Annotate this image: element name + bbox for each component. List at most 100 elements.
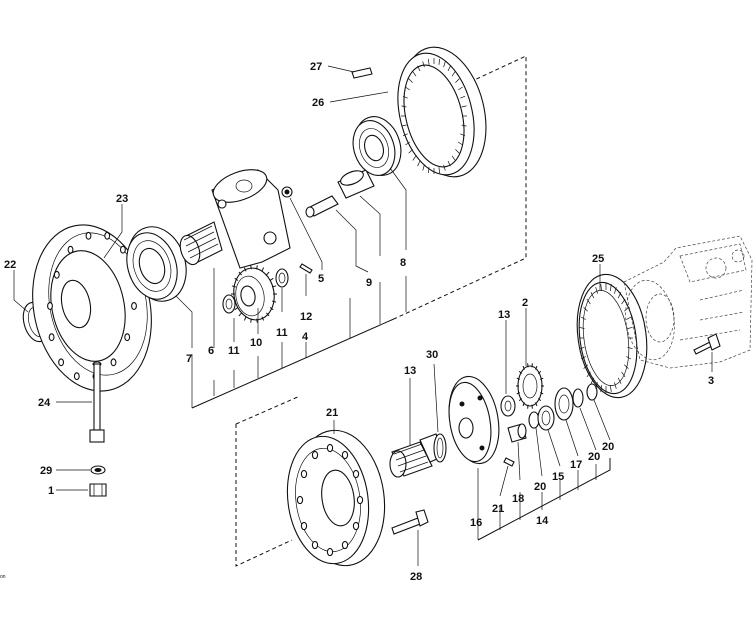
ring-gear-tooth (579, 326, 585, 329)
gear-tooth (250, 265, 252, 270)
ring-gear-tooth (579, 347, 585, 350)
cover-bolt-hole (356, 495, 364, 505)
bolt-30 (391, 509, 429, 535)
ring-gear-tooth (621, 298, 626, 305)
pin-19 (507, 423, 527, 443)
cover-bolt-hole (352, 469, 360, 479)
lower-group-frame (235, 395, 611, 567)
ring-gear-tooth (626, 316, 632, 320)
ring-gear-tooth (447, 65, 451, 72)
snap-ring-32 (433, 433, 447, 463)
ring-gear-27 (576, 273, 648, 399)
gear-tooth (250, 318, 252, 323)
bearing-7 (126, 226, 187, 302)
callout-28: 26 (312, 97, 324, 109)
gear-tooth (516, 377, 520, 380)
ring-gear-tooth (600, 385, 603, 392)
ring-gear-tooth (405, 141, 410, 146)
pin-12 (299, 263, 313, 274)
ring-gear-tooth (624, 307, 629, 312)
flange-bolt-hole (104, 231, 111, 240)
ring-gear-tooth (401, 105, 407, 108)
cover-23 (286, 429, 386, 567)
ring-gear-tooth (617, 292, 622, 299)
ring-gear-tooth (443, 61, 446, 68)
ring-gear-tooth (626, 356, 632, 360)
cover-bolt-hole (311, 540, 319, 550)
cover-bolt-hole (326, 443, 334, 453)
flange-bolt-hole (73, 372, 80, 381)
callout-20-left: 20 (534, 481, 546, 493)
callout-2: 2 (522, 297, 528, 309)
callout-13: 13 (404, 365, 416, 377)
ring-gear-tooth (580, 356, 586, 360)
ring-gear-tooth (458, 141, 463, 146)
ring-gear-tooth (609, 385, 612, 392)
callout-23: 21 (326, 407, 338, 419)
callout-14: 13 (498, 309, 510, 321)
planet-gear-10 (231, 265, 277, 323)
ring-gear-tooth (427, 58, 430, 65)
ring-gear-tooth (586, 371, 591, 378)
ring-gear-tooth (460, 133, 466, 137)
ring-gear-tooth (600, 284, 603, 291)
ring-gear-tooth (583, 307, 588, 312)
ring-gear-tooth (461, 124, 467, 127)
ring-gear-tooth (451, 71, 456, 77)
ring-gear-tooth (447, 160, 451, 167)
callout-20-right: 20 (588, 451, 600, 463)
gear-tooth (266, 271, 270, 276)
washer-20a (528, 411, 540, 429)
ring-gear-tooth (621, 371, 626, 378)
ring-gear-tooth (438, 58, 441, 65)
ring-gear-tooth (590, 292, 595, 299)
flange-bolt-hole (47, 302, 53, 310)
pin-29 (351, 67, 373, 79)
cap-5 (281, 186, 293, 198)
callout-7: 7 (186, 353, 192, 365)
gear-tooth (256, 265, 258, 270)
ring-gear-tooth (438, 167, 441, 174)
needle-bearing-16 (537, 405, 555, 431)
flange-bolt-hole (67, 245, 74, 254)
ring-gear-tooth (455, 78, 460, 83)
cover-bolt-hole (341, 540, 349, 550)
callout-16: 15 (552, 471, 564, 483)
callout-10: 10 (250, 337, 262, 349)
ring-gear-tooth (427, 167, 430, 174)
callout-12: 12 (300, 311, 312, 323)
callout-11-left: 11 (228, 345, 240, 357)
callout-17: 16 (470, 517, 482, 529)
ring-gear-tooth (402, 95, 408, 99)
ring-gear-tooth (590, 377, 595, 384)
callout-9: 9 (366, 277, 372, 289)
callout-31: 29 (40, 465, 52, 477)
callout-15: 14 (536, 515, 549, 527)
callout-22: 20 (602, 441, 614, 453)
flange-bolt-hole (110, 358, 117, 367)
planet-gear-2 (516, 363, 544, 409)
sun-shaft-13 (389, 433, 445, 478)
ring-gear-tooth (586, 298, 591, 305)
ring-gear-tooth (461, 105, 467, 108)
gear-tooth (538, 370, 542, 375)
gear-18 (554, 387, 574, 421)
callout-26: 24 (38, 397, 51, 409)
callout-18: 17 (570, 459, 582, 471)
callout-labels: 27 26 23 22 24 29 1 7 6 11 10 11 12 4 5 … (0, 61, 714, 583)
washer-20b (572, 388, 584, 408)
ring-gear-tooth (408, 78, 413, 83)
ring-gear-tooth (624, 364, 629, 369)
nut-1 (89, 483, 107, 497)
ring-gear-tooth (412, 71, 417, 77)
gear-tooth (234, 277, 239, 281)
washer-22 (586, 383, 598, 401)
bearing-8 (352, 116, 402, 176)
gear-tooth (522, 402, 525, 407)
flange-bolt-hole (58, 358, 65, 367)
callout-8: 8 (400, 257, 406, 269)
gear-tooth (261, 316, 265, 321)
ring-gear-tooth (614, 382, 617, 389)
edge-text: on (0, 574, 6, 580)
flange-bolt-hole (85, 231, 92, 240)
